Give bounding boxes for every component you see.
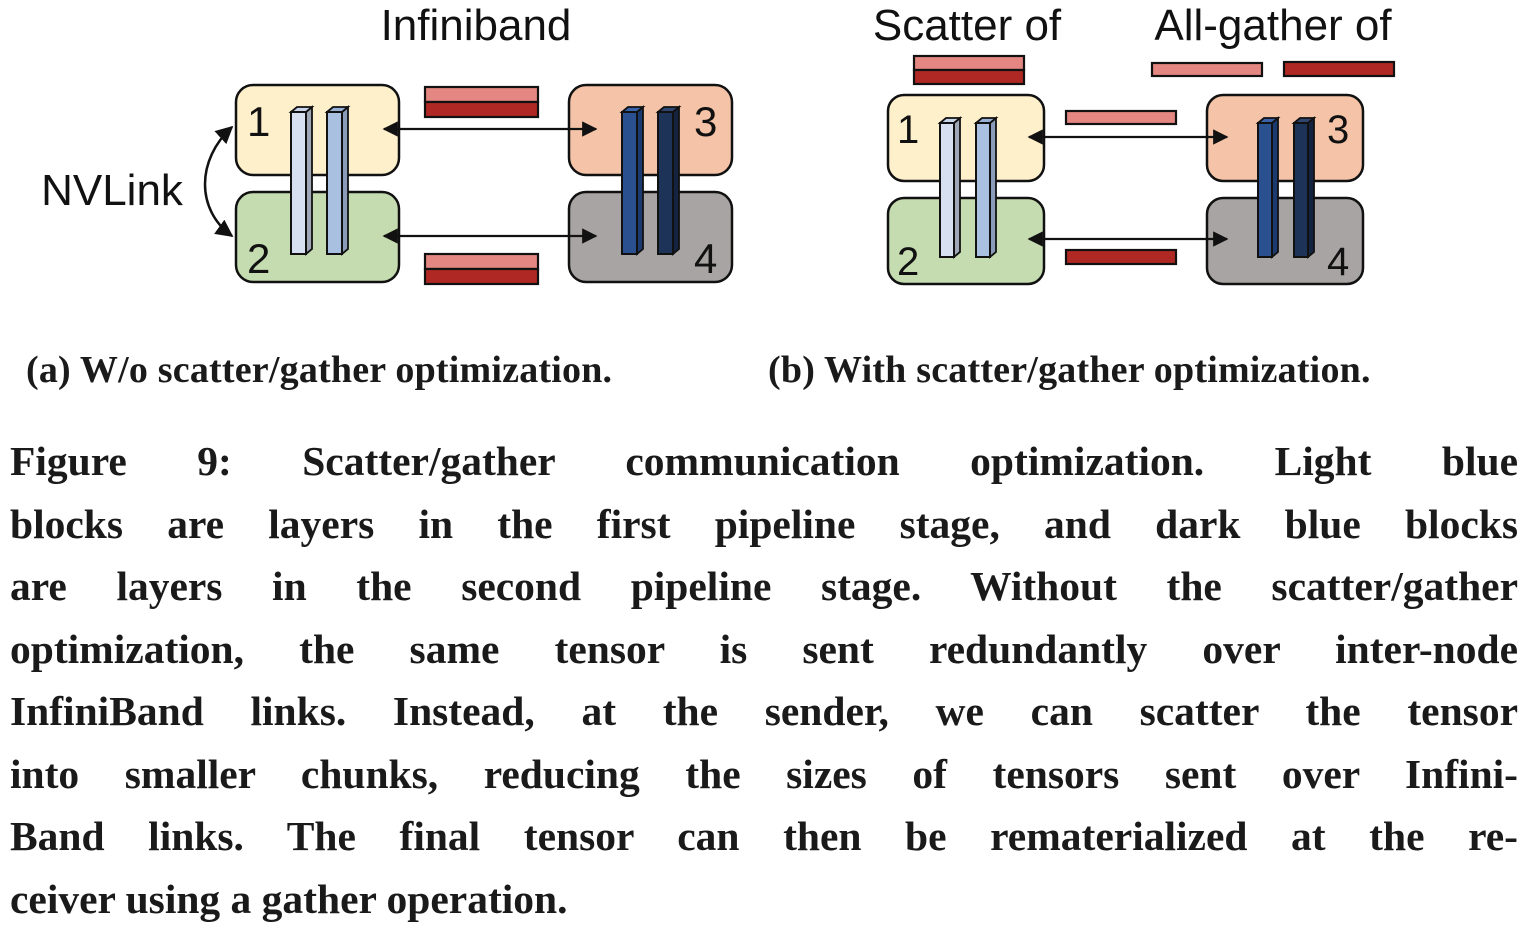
panel-b: Scatter of All-gather of 1 2 3 4 xyxy=(873,1,1394,284)
gpu-1-label: 1 xyxy=(897,108,919,152)
gpu-3-label: 3 xyxy=(694,98,717,145)
all-gather-of-label: All-gather of xyxy=(1154,1,1392,50)
stage2-layer-1 xyxy=(1258,118,1278,257)
caption-line: into smaller chunks, reducing the sizes … xyxy=(10,743,1518,806)
subcaption-b: (b) With scatter/gather optimization. xyxy=(768,348,1371,392)
gpu-4-label: 4 xyxy=(694,235,717,282)
stage1-layer-2 xyxy=(976,118,996,257)
stage2-layer-2 xyxy=(658,107,679,254)
scattered-chunk-light xyxy=(1066,111,1176,124)
subcaption-a: (a) W/o scatter/gather optimization. xyxy=(26,348,612,392)
stage1-layer-2 xyxy=(327,107,348,254)
scatter-source-tensor xyxy=(914,56,1024,84)
gpu-4-label: 4 xyxy=(1327,240,1349,284)
stage1-layer-1 xyxy=(940,118,960,257)
caption-line: Band links. The final tensor can then be… xyxy=(10,805,1518,868)
gpu-2-label: 2 xyxy=(247,235,270,282)
stage2-layer-2 xyxy=(1294,118,1314,257)
gathered-chunk-light xyxy=(1152,63,1262,76)
full-tensor-bottom xyxy=(425,254,538,284)
scatter-of-label: Scatter of xyxy=(873,1,1062,50)
nvlink-arrow xyxy=(205,127,232,236)
infiniband-label: Infiniband xyxy=(381,1,572,50)
caption-line: InfiniBand links. Instead, at the sender… xyxy=(10,680,1518,743)
caption-line: are layers in the second pipeline stage.… xyxy=(10,555,1518,618)
caption-line: ceiver using a gather operation. xyxy=(10,868,1518,930)
nvlink-label: NVLink xyxy=(41,166,184,215)
caption-line: optimization, the same tensor is sent re… xyxy=(10,618,1518,681)
stage1-layer-1 xyxy=(291,107,312,254)
caption-line: blocks are layers in the first pipeline … xyxy=(10,493,1518,556)
full-tensor-top xyxy=(425,87,538,117)
gpu-3-label: 3 xyxy=(1327,108,1349,152)
scattered-chunk-dark xyxy=(1066,250,1176,264)
gpu-1-label: 1 xyxy=(247,98,270,145)
gpu-2-label: 2 xyxy=(897,240,919,284)
panel-a: Infiniband NVLink 1 2 3 4 xyxy=(41,1,732,284)
stage2-layer-1 xyxy=(622,107,643,254)
gathered-chunk-dark xyxy=(1284,62,1394,76)
scatter-gather-diagram: Infiniband NVLink 1 2 3 4 xyxy=(0,0,1536,310)
caption-line: Figure 9: Scatter/gather communication o… xyxy=(10,430,1518,493)
figure-caption: Figure 9: Scatter/gather communication o… xyxy=(10,430,1518,930)
